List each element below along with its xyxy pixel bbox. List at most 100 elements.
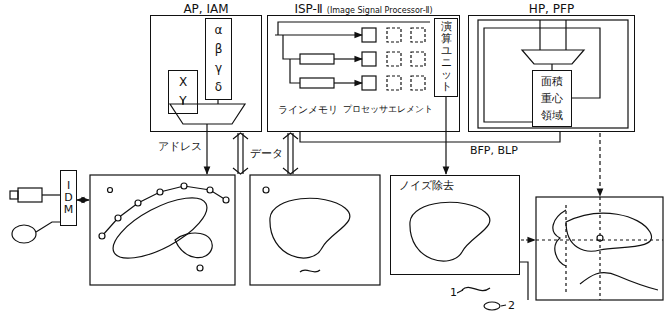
- noise-fragment: [300, 270, 320, 272]
- camera-symbol: [10, 188, 60, 202]
- bus-line: [287, 133, 288, 174]
- centroid-dot: [597, 235, 603, 241]
- multiplexer: [522, 50, 584, 64]
- trace-point: [135, 200, 141, 206]
- trace-line: [102, 186, 226, 236]
- processor-elements: [362, 28, 425, 90]
- data-bus: [233, 133, 298, 174]
- trace-point: [115, 215, 121, 221]
- node-text: 演算ユニット: [441, 21, 452, 94]
- callout-number: 1: [450, 287, 457, 299]
- node-text: IDM: [63, 180, 74, 216]
- noise-dot: [108, 188, 113, 193]
- projection-curve: [580, 273, 658, 290]
- unit-block: AP, IAM X Y α β γ δ: [150, 1, 262, 132]
- center-line: [599, 197, 600, 300]
- io-arrow: [77, 199, 89, 200]
- pen-tablet: [12, 225, 36, 243]
- node-text: 面積 重心 領域: [540, 73, 564, 124]
- bus-line: [292, 133, 293, 174]
- heading-text: AP, IAM: [183, 2, 228, 17]
- wire: [283, 35, 300, 59]
- wire: [334, 58, 362, 59]
- camera-lens: [10, 191, 18, 199]
- center-line: [565, 205, 566, 292]
- unit-block: HP, PFP 面積 重心 領域: [468, 1, 635, 132]
- block-heading: AP, IAM: [150, 1, 262, 15]
- block-heading: HP, PFP: [468, 1, 635, 15]
- image-screen: ノイズ除去: [390, 175, 520, 275]
- processor-element: [411, 52, 425, 66]
- parameter-box: α β γ δ: [205, 18, 232, 100]
- node-text: ノイズ除去: [399, 179, 454, 193]
- bus-label: BFP, BLP: [470, 145, 518, 157]
- processor-element: [411, 76, 425, 90]
- projection-curve: [553, 210, 566, 266]
- trace-point: [207, 187, 213, 193]
- wire: [540, 20, 566, 50]
- leader-line: [457, 290, 463, 293]
- trace-point: [157, 189, 163, 195]
- processor-element: [411, 28, 425, 42]
- bus-line: [242, 133, 243, 174]
- noise-dot: [263, 187, 269, 193]
- image-screen: [536, 197, 663, 300]
- line-memory: [300, 54, 334, 64]
- trace-point: [223, 197, 229, 203]
- bracket-line: [520, 262, 528, 300]
- wire: [217, 100, 218, 104]
- camera-cable: [42, 194, 60, 195]
- pen-symbol: [12, 222, 60, 243]
- noise-fragment: [484, 302, 500, 310]
- processor-element: [362, 28, 376, 42]
- wire: [290, 59, 300, 83]
- part-label: プロセッサエレメント: [343, 105, 433, 114]
- heading-text: HP, PFP: [529, 2, 574, 17]
- block-border: [150, 15, 262, 132]
- wire: [275, 34, 362, 35]
- node-text: α β γ δ: [212, 21, 225, 97]
- signal-label: データ: [250, 148, 283, 160]
- flow-arrow: [521, 239, 535, 240]
- arithmetic-unit: 演算ユニット: [434, 18, 458, 97]
- line-memory: [300, 78, 334, 88]
- object-blob: [410, 202, 490, 261]
- processor-element: [362, 52, 376, 66]
- block-heading: ISP-Ⅱ(Image Signal Processor-Ⅱ): [267, 1, 460, 15]
- processor-element: [387, 52, 401, 66]
- object-blob: [175, 233, 212, 258]
- wire: [334, 82, 362, 83]
- callout-number: 2: [508, 300, 515, 312]
- bus-line: [237, 133, 238, 174]
- pen-cable: [36, 222, 60, 232]
- image-screen: [90, 175, 235, 285]
- processor-element: [387, 28, 401, 42]
- leader-line: [501, 305, 506, 306]
- frame-line: [478, 20, 628, 128]
- feature-box: 面積 重心 領域: [532, 70, 572, 127]
- feedback-wire: [278, 22, 430, 35]
- register-box: X Y: [168, 70, 198, 114]
- connector: [300, 132, 560, 142]
- line-memory-array: [275, 22, 430, 88]
- interface-box: IDM: [60, 170, 77, 226]
- connector: [445, 97, 446, 174]
- object-blob: [566, 213, 652, 251]
- heading-text: ISP-Ⅱ: [294, 2, 322, 17]
- processor-element: [362, 76, 376, 90]
- part-label: ラインメモリ: [278, 104, 338, 115]
- image-screen: [250, 175, 380, 285]
- signal-label: アドレス: [158, 141, 202, 153]
- trace-point: [181, 183, 187, 189]
- object-blob: [105, 186, 216, 270]
- noise-dot: [197, 265, 203, 271]
- node-text: X Y: [176, 73, 189, 111]
- noise-fragment: [462, 287, 490, 290]
- processor-element: [387, 76, 401, 90]
- object-blob: [270, 198, 350, 258]
- trace-point: [99, 233, 105, 239]
- camera-body: [18, 188, 42, 202]
- result-arrow: [599, 133, 600, 196]
